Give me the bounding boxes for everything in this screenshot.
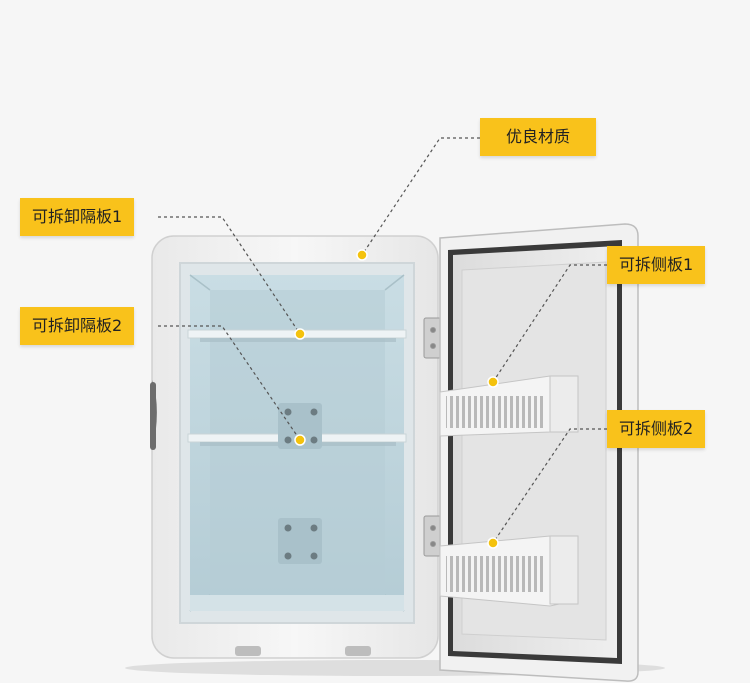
callout-side-panel-1: 可拆侧板1 [607, 246, 706, 284]
cabinet-foot [235, 646, 261, 656]
door-hinge [423, 317, 443, 557]
callout-dots [294, 249, 499, 549]
leader-line-shelf-1 [158, 216, 301, 335]
dot-side-2 [487, 537, 499, 549]
leader-line-shelf-2 [158, 325, 301, 441]
callout-shelf-1: 可拆卸隔板1 [20, 198, 135, 236]
leader-line-side-1 [492, 264, 607, 383]
leader-line-material [361, 137, 480, 256]
callout-material: 优良材质 [480, 118, 596, 156]
leader-lines [158, 137, 607, 544]
callout-side-panel-2: 可拆侧板2 [607, 410, 706, 448]
dot-material [356, 249, 368, 261]
open-door [439, 223, 639, 682]
removable-side-panel-1 [439, 375, 579, 437]
dot-shelf-1 [294, 328, 306, 340]
dot-shelf-2 [294, 434, 306, 446]
back-wall-screws [278, 403, 322, 564]
dot-side-1 [487, 376, 499, 388]
cabinet-foot [345, 646, 371, 656]
leader-line-side-2 [492, 428, 607, 544]
removable-side-panel-2 [439, 535, 579, 607]
callout-shelf-2: 可拆卸隔板2 [20, 307, 135, 345]
